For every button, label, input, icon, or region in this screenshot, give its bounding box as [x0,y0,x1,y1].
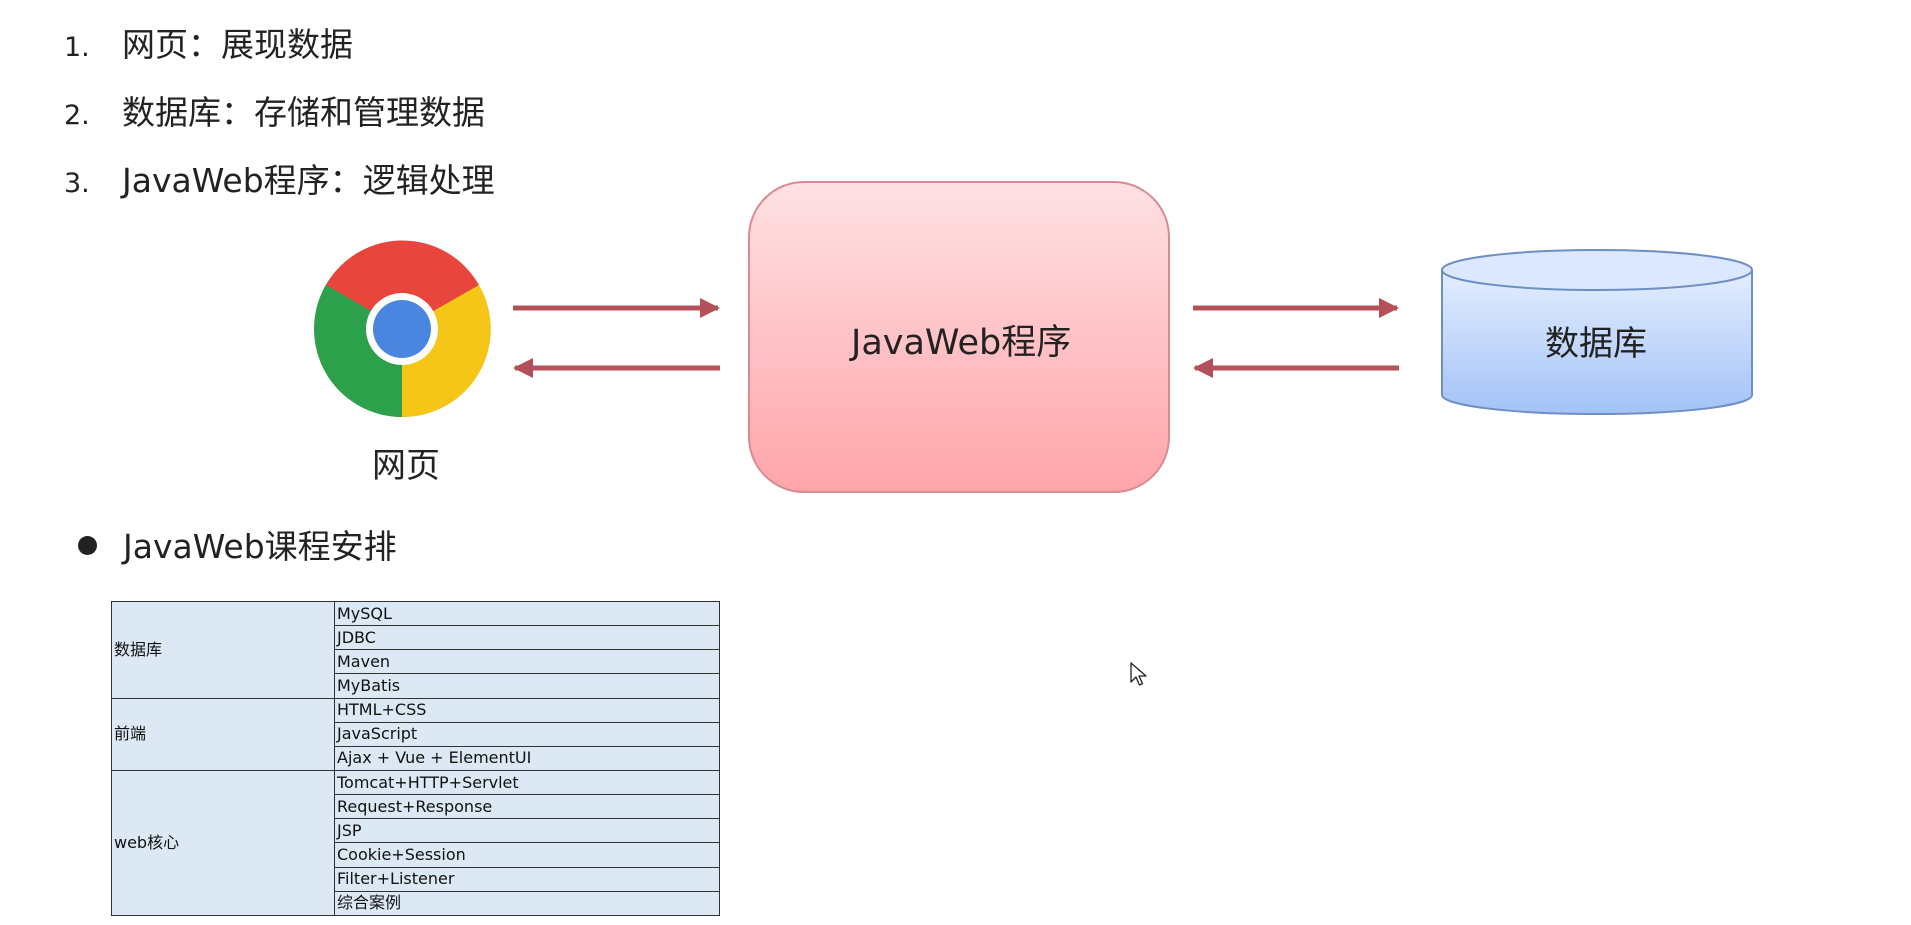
item-cell: JavaScript [334,721,720,747]
item-cell: MyBatis [334,673,720,699]
item-cell: JSP [334,818,720,844]
intro-item-3: 3. JavaWeb程序：逻辑处理 [64,154,495,202]
chrome-icon [314,240,491,418]
list-text: JavaWeb程序：逻辑处理 [122,161,495,200]
table-row: Filter+Listener [112,866,720,892]
table-row: Maven [112,649,720,675]
mouse-cursor-icon [1130,662,1147,686]
browser-label: 网页 [372,446,440,486]
table-row: 综合案例 [112,890,720,917]
category-cell: 数据库 [111,601,335,699]
javaweb-program-box [748,181,1170,493]
program-label: JavaWeb程序 [851,323,1072,363]
item-cell: 综合案例 [334,890,720,917]
item-cell: Request+Response [334,794,720,820]
intro-item-1: 1. 网页：展现数据 [64,18,353,66]
table-row: 数据库 MySQL [111,600,720,699]
category-cell: 前端 [111,697,335,771]
table-row: 前端 HTML+CSS [111,697,720,771]
list-number: 3. [64,168,90,199]
table-row: Ajax + Vue + ElementUI [112,745,720,771]
intro-item-2: 2. 数据库：存储和管理数据 [64,86,485,134]
list-text: 网页：展现数据 [122,25,353,64]
table-row: MyBatis [112,673,720,699]
bullet-icon [78,536,97,555]
item-cell: Cookie+Session [334,842,720,868]
item-cell: HTML+CSS [334,697,720,723]
item-cell: JDBC [334,625,720,651]
database-label: 数据库 [1545,324,1647,364]
table-row: web核心 Tomcat+HTTP+Servlet [111,769,720,917]
item-cell: Filter+Listener [334,866,720,892]
database-cylinder [1441,249,1753,415]
schedule-heading-text: JavaWeb课程安排 [123,527,397,566]
item-cell: Ajax + Vue + ElementUI [334,745,720,771]
item-cell: Tomcat+HTTP+Servlet [334,769,720,796]
course-schedule-table: 数据库 MySQL JDBC Maven MyBatis 前端 HTML+CSS… [111,600,720,917]
item-cell: MySQL [334,600,720,627]
item-cell: Maven [334,649,720,675]
list-number: 2. [64,100,90,131]
schedule-heading: JavaWeb课程安排 [78,520,397,568]
list-text: 数据库：存储和管理数据 [122,93,485,132]
category-cell: web核心 [111,769,335,917]
list-number: 1. [64,32,90,63]
